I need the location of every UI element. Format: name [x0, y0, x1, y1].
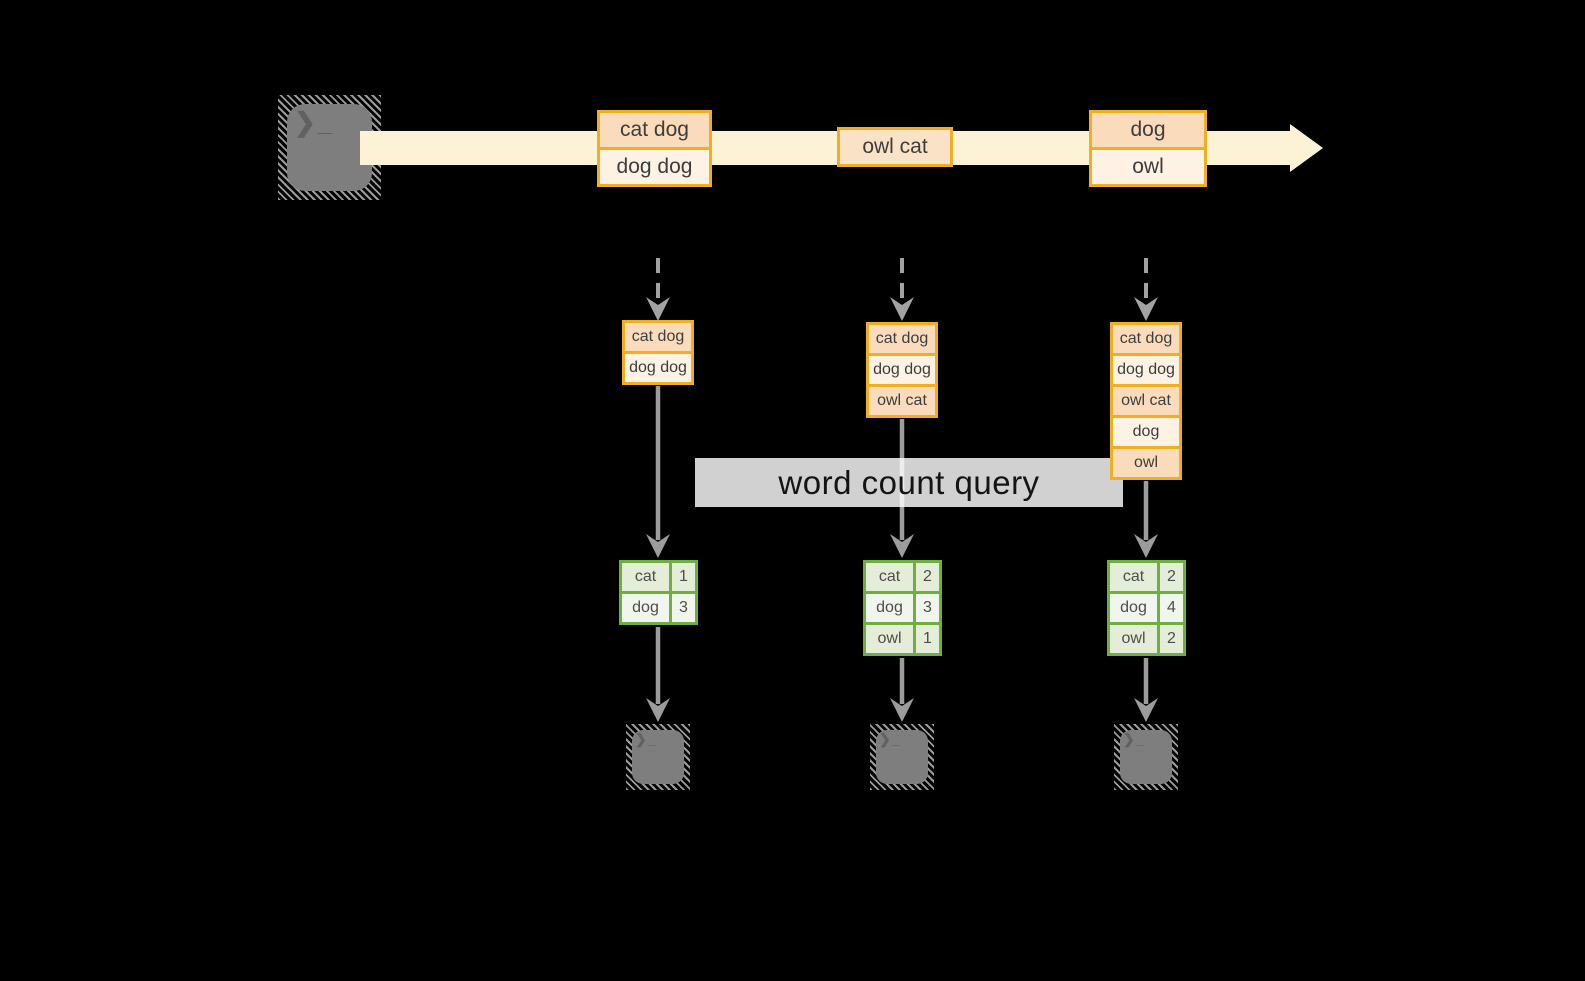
buffer-stack: cat dog dog dog [622, 320, 694, 385]
stack-row: cat dog [869, 325, 935, 353]
ingest-dashed-arrow [890, 258, 914, 321]
terminal-screen [632, 730, 684, 784]
stack-row: dog dog [869, 353, 935, 384]
count-cell-word: dog [1110, 594, 1157, 622]
terminal-prompt-glyph: ❯_ [635, 731, 657, 747]
count-table: cat 2 dog 3 owl 1 [863, 560, 942, 656]
sink-terminal-icon: ❯_ [626, 724, 690, 790]
flow-arrow [1134, 481, 1158, 558]
count-cell-count: 3 [916, 594, 939, 622]
count-table: cat 1 dog 3 [619, 560, 698, 625]
stream-event-box: cat dog dog dog [597, 110, 712, 187]
count-cell-count: 1 [672, 563, 695, 591]
stack-row: owl cat [869, 384, 935, 415]
count-cell-word: owl [866, 625, 913, 653]
count-cell-word: cat [1110, 563, 1157, 591]
query-banner: word count query [695, 458, 1123, 507]
stack-row: owl [1113, 446, 1179, 477]
flow-arrow [890, 658, 914, 722]
terminal-screen [1120, 730, 1172, 784]
buffer-stack: cat dog dog dog owl cat [866, 322, 938, 418]
count-cell-word: owl [1110, 625, 1157, 653]
ingest-dashed-arrow [646, 258, 670, 321]
terminal-screen [876, 730, 928, 784]
event-row: dog [1092, 113, 1204, 147]
event-row: owl [1092, 147, 1204, 184]
flow-arrow [1134, 658, 1158, 722]
flow-arrow [646, 386, 670, 558]
event-row: cat dog [600, 113, 709, 147]
stream-event-box: owl cat [837, 127, 953, 167]
count-cell-count: 1 [916, 625, 939, 653]
event-row: owl cat [840, 130, 950, 164]
stack-row: owl cat [1113, 384, 1179, 415]
count-cell-word: cat [622, 563, 669, 591]
terminal-prompt-glyph: ❯_ [294, 107, 335, 137]
count-cell-word: dog [866, 594, 913, 622]
flow-arrow [646, 627, 670, 722]
count-cell-count: 2 [1160, 563, 1183, 591]
count-cell-word: cat [866, 563, 913, 591]
terminal-prompt-glyph: ❯_ [879, 731, 901, 747]
count-cell-count: 4 [1160, 594, 1183, 622]
buffer-stack: cat dog dog dog owl cat dog owl [1110, 322, 1182, 480]
stack-row: dog dog [625, 351, 691, 382]
sink-terminal-icon: ❯_ [870, 724, 934, 790]
stack-row: cat dog [625, 323, 691, 351]
terminal-prompt-glyph: ❯_ [1123, 731, 1145, 747]
count-cell-count: 3 [672, 594, 695, 622]
count-cell-word: dog [622, 594, 669, 622]
stream-event-box: dog owl [1089, 110, 1207, 187]
event-row: dog dog [600, 147, 709, 184]
count-cell-count: 2 [916, 563, 939, 591]
sink-terminal-icon: ❯_ [1114, 724, 1178, 790]
ingest-dashed-arrow [1134, 258, 1158, 321]
stream-arrowhead [1290, 124, 1323, 172]
count-cell-count: 2 [1160, 625, 1183, 653]
count-table: cat 2 dog 4 owl 2 [1107, 560, 1186, 656]
terminal-screen [287, 104, 372, 191]
stack-row: cat dog [1113, 325, 1179, 353]
stack-row: dog dog [1113, 353, 1179, 384]
stack-row: dog [1113, 415, 1179, 446]
